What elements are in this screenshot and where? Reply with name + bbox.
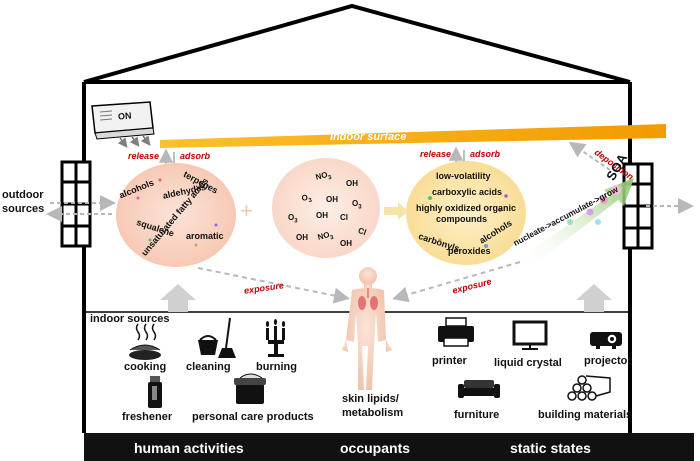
freshener-icon <box>148 376 162 408</box>
indoor-sources-title: indoor sources <box>90 313 170 325</box>
static-printer-label: printer <box>432 355 467 367</box>
human-figure-icon <box>342 267 392 390</box>
projector-icon <box>590 332 622 349</box>
outdoor-label: outdoor <box>2 189 44 201</box>
printer-icon <box>438 317 474 347</box>
static-building-materials-label: building materials <box>538 409 633 421</box>
cooking-icon <box>129 323 161 360</box>
sources-label: sources <box>2 203 45 215</box>
source-personal-care-label: personal care products <box>192 411 314 423</box>
voc-aromatic: aromatic <box>186 231 224 241</box>
static-projector-label: projector <box>584 355 632 367</box>
indoor-surface-bar <box>160 124 666 148</box>
ac-on-label: ON <box>117 110 132 122</box>
release-left-label: release <box>128 151 160 161</box>
product-highly-oxidized: highly oxidized organic <box>416 203 517 213</box>
oxidant-oh-d: OH <box>296 233 308 242</box>
category-human-activities: human activities <box>134 440 244 456</box>
product-low-volatility: low-volatility <box>436 171 491 181</box>
oxidant-oh-b: OH <box>326 195 338 204</box>
building-materials-icon <box>567 375 611 401</box>
oxidant-oh-e: OH <box>340 239 352 248</box>
oxidant-o3-c: O3 <box>288 213 298 225</box>
product-carboxylic-acids: carboxylic acids <box>432 187 503 197</box>
furniture-icon <box>458 380 500 398</box>
oxidant-o3-b: O3 <box>352 199 362 211</box>
soa-growth-arrow <box>520 178 634 268</box>
oxidant-cl-a: Cl <box>340 213 348 222</box>
liquid-crystal-icon <box>512 320 548 350</box>
adsorb-left-label: adsorb <box>180 151 211 161</box>
source-freshener-label: freshener <box>122 411 173 423</box>
oxidant-circle <box>272 158 380 258</box>
category-occupants: occupants <box>340 440 411 456</box>
static-furniture-label: furniture <box>454 409 500 421</box>
burning-icon <box>265 319 286 357</box>
particle-dots <box>136 178 508 248</box>
occupant-label-2: metabolism <box>342 407 404 419</box>
source-cooking-label: cooking <box>124 361 167 373</box>
occupant-label-1: skin lipids/ <box>342 393 399 405</box>
oxidant-o3-a: O3 <box>300 192 313 205</box>
indoor-surface-label: indoor surface <box>330 131 407 143</box>
reaction-arrow <box>384 202 408 220</box>
cleaning-icon <box>198 317 236 358</box>
product-peroxides: peroxides <box>448 246 491 256</box>
static-states-up-arrow <box>576 284 612 312</box>
indoor-sources-up-arrow <box>160 284 196 312</box>
personal-care-icon <box>234 373 266 404</box>
source-cleaning-label: cleaning <box>186 361 231 373</box>
source-burning-label: burning <box>256 361 297 373</box>
plus-sign: + <box>240 198 253 223</box>
release-right-label: release <box>420 149 452 159</box>
adsorb-right-label: adsorb <box>470 149 501 159</box>
oxidant-oh-a: OH <box>346 179 358 188</box>
primary-voc-circle <box>116 163 236 267</box>
static-liquid-crystal-label: liquid crystal <box>494 357 562 369</box>
deposition-arrow <box>568 141 611 171</box>
products-circle <box>406 161 526 265</box>
product-compounds: compounds <box>436 214 487 224</box>
air-conditioner-icon <box>91 101 155 148</box>
oxidant-oh-c: OH <box>316 211 328 220</box>
exposure-arrows <box>197 261 521 304</box>
outdoor-exchange-arrows <box>46 195 694 222</box>
bottom-category-bar: human activities occupants static states <box>84 433 694 461</box>
category-static-states: static states <box>510 440 591 456</box>
